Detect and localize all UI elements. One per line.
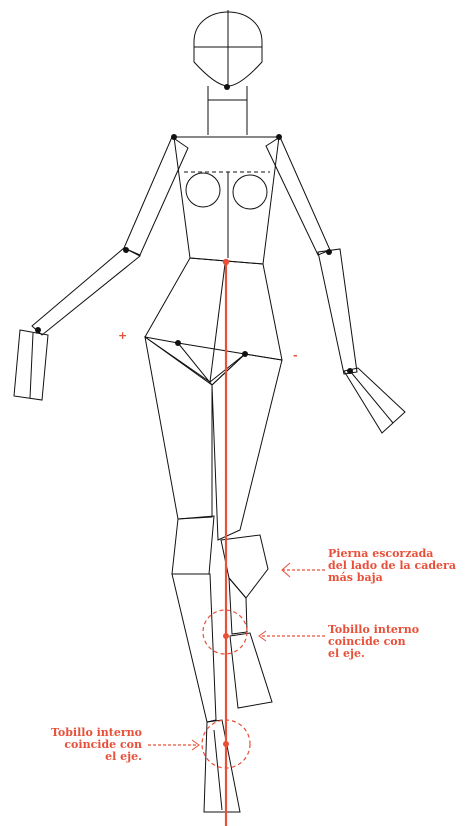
- inner-ankle-annotation-left: Tobillo interno coincide con el eje.: [30, 727, 142, 763]
- bust-left: [186, 173, 220, 207]
- joint-dot: [224, 84, 230, 90]
- foot-right: [230, 633, 272, 708]
- joint-dot: [347, 368, 353, 374]
- hand-left: [14, 330, 48, 400]
- ankle-point-left: [223, 741, 229, 747]
- pelvis-inner: [210, 264, 225, 382]
- minus-sign: -: [293, 349, 298, 362]
- knee-left: [172, 516, 214, 574]
- joint-dot: [171, 134, 177, 140]
- foot-left-divide: [214, 730, 222, 810]
- pelvis: [145, 258, 282, 382]
- thigh-right: [212, 354, 282, 540]
- inner-ankle-annotation-right: Tobillo interno coincide con el eje.: [328, 624, 458, 660]
- knee-right: [221, 535, 268, 598]
- joint-dot: [242, 351, 248, 357]
- forearm-left: [32, 248, 140, 335]
- ankle-point-right: [223, 633, 229, 639]
- joint-dot: [123, 247, 129, 253]
- joint-dot: [35, 327, 41, 333]
- hand-left-divide: [30, 333, 33, 398]
- forearm-right: [318, 249, 357, 374]
- bust-right: [233, 175, 267, 209]
- foreshortened-leg-annotation: Pierna escorzada del lado de la cadera m…: [328, 548, 466, 584]
- joint-dot: [276, 134, 282, 140]
- upper-arm-right: [266, 137, 330, 255]
- balance-line-origin: [223, 259, 229, 265]
- plus-sign: +: [118, 329, 127, 342]
- joint-dot: [175, 340, 181, 346]
- thigh-left: [145, 337, 212, 519]
- hip-line: [145, 337, 245, 354]
- shin-right: [229, 578, 247, 634]
- joint-dot: [326, 249, 332, 255]
- upper-arm-left: [124, 137, 188, 255]
